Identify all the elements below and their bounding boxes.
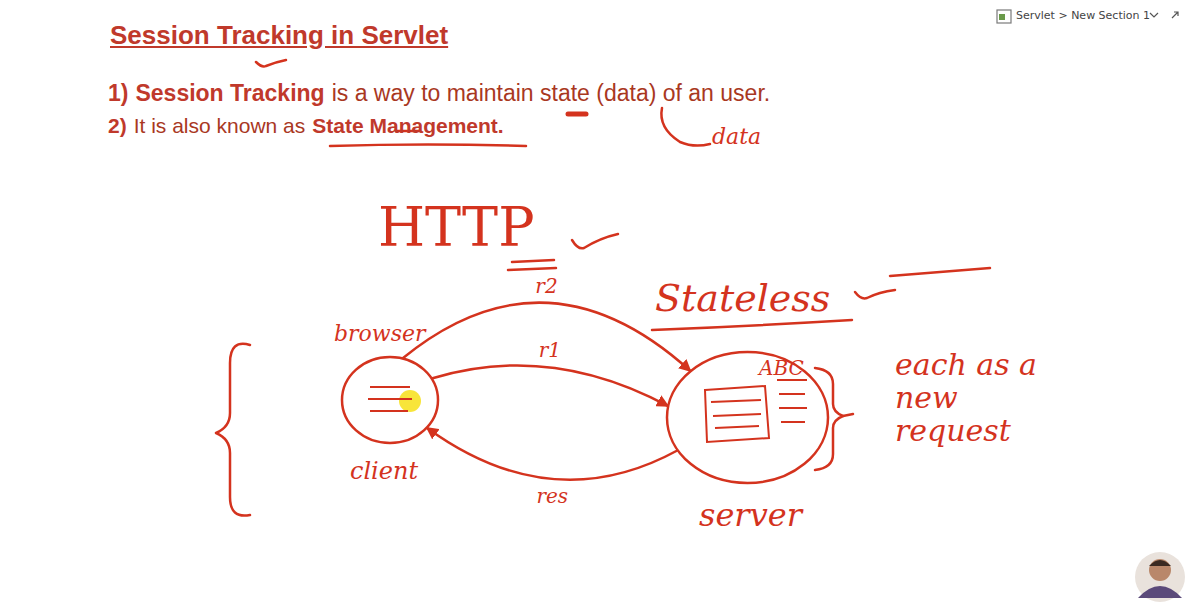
handwritten-heading: HTTP (378, 196, 534, 259)
node-caption: server (699, 496, 802, 534)
circle-node: ABCserver (665, 350, 830, 485)
curved-arrow (402, 303, 690, 372)
bullet-line: 2) It is also known asState Management. (108, 114, 504, 138)
bullet-number: 1) (108, 80, 128, 107)
handwritten-note: data (712, 124, 761, 149)
edge-label: r1 (537, 338, 563, 362)
handwritten-note: each as a new request (895, 348, 1075, 447)
node-heading: browser (334, 321, 426, 346)
slide-title: Session Tracking in Servlet (110, 20, 448, 51)
node-caption: client (350, 457, 418, 485)
edge-label: res (534, 484, 570, 508)
circle-node: browserclient (340, 355, 440, 445)
breadcrumb: Servlet > New Section 1 (1016, 9, 1150, 22)
curved-arrow (427, 428, 678, 480)
curved-arrow (432, 365, 669, 406)
circle-outline (340, 355, 440, 445)
handwritten-note: Stateless (655, 276, 830, 320)
bullet-line: 1) Session Tracking is a way to maintain s… (108, 80, 770, 107)
bullet-number: 2) (108, 114, 127, 138)
node-heading: ABC (759, 356, 804, 380)
bullet-term: State Management. (312, 114, 503, 138)
bullet-text: It is also known as (134, 114, 306, 138)
circle-outline (665, 350, 830, 485)
bullet-text: is a way to maintain state (data) of an … (332, 80, 771, 107)
bullet-term: Session Tracking (135, 80, 324, 107)
edge-label: r2 (533, 274, 559, 298)
